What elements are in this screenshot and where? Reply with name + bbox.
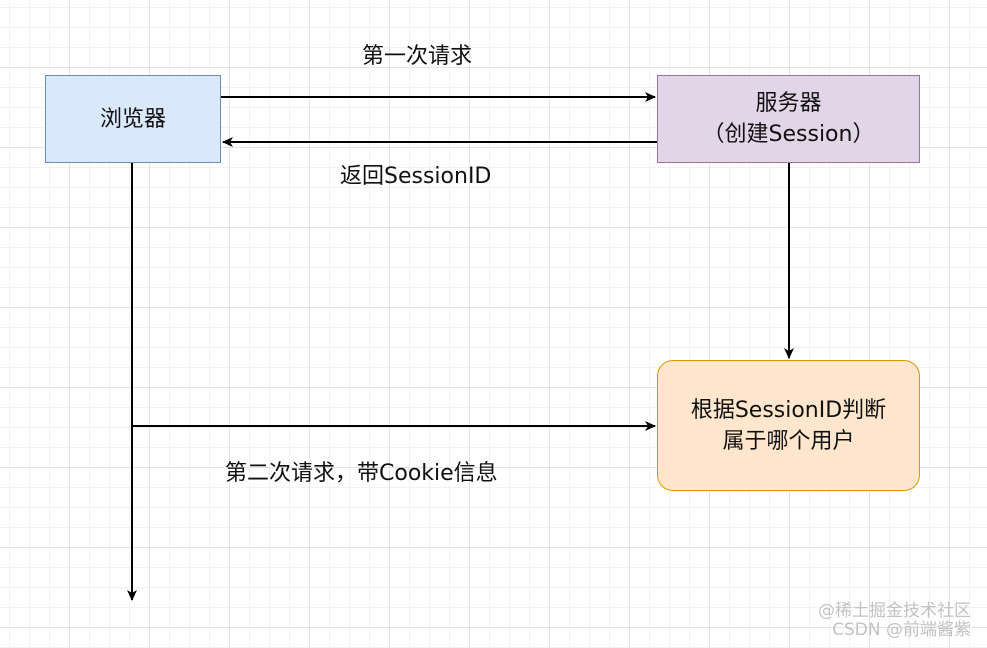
first-request-label: 第一次请求 [362,44,473,69]
server-node[interactable]: 服务器 （创建Session） [657,75,920,163]
watermark-line2: CSDN @前端酱紫 [832,620,971,640]
server-label-line2: （创建Session） [702,122,875,147]
second-request-label: 第二次请求，带Cookie信息 [225,461,498,486]
server-label-line1: 服务器 [755,91,822,116]
watermark-line1: @稀土掘金技术社区 [818,601,971,621]
judge-label-line1: 根据SessionID判断 [690,397,887,423]
watermark: @稀土掘金技术社区 CSDN @前端酱紫 [818,602,971,640]
browser-node[interactable]: 浏览器 [45,75,221,163]
browser-label: 浏览器 [99,106,166,132]
judge-label-line2: 属于哪个用户 [722,428,855,454]
return-session-label: 返回SessionID [340,164,492,189]
judge-user-node[interactable]: 根据SessionID判断 属于哪个用户 [657,360,920,491]
